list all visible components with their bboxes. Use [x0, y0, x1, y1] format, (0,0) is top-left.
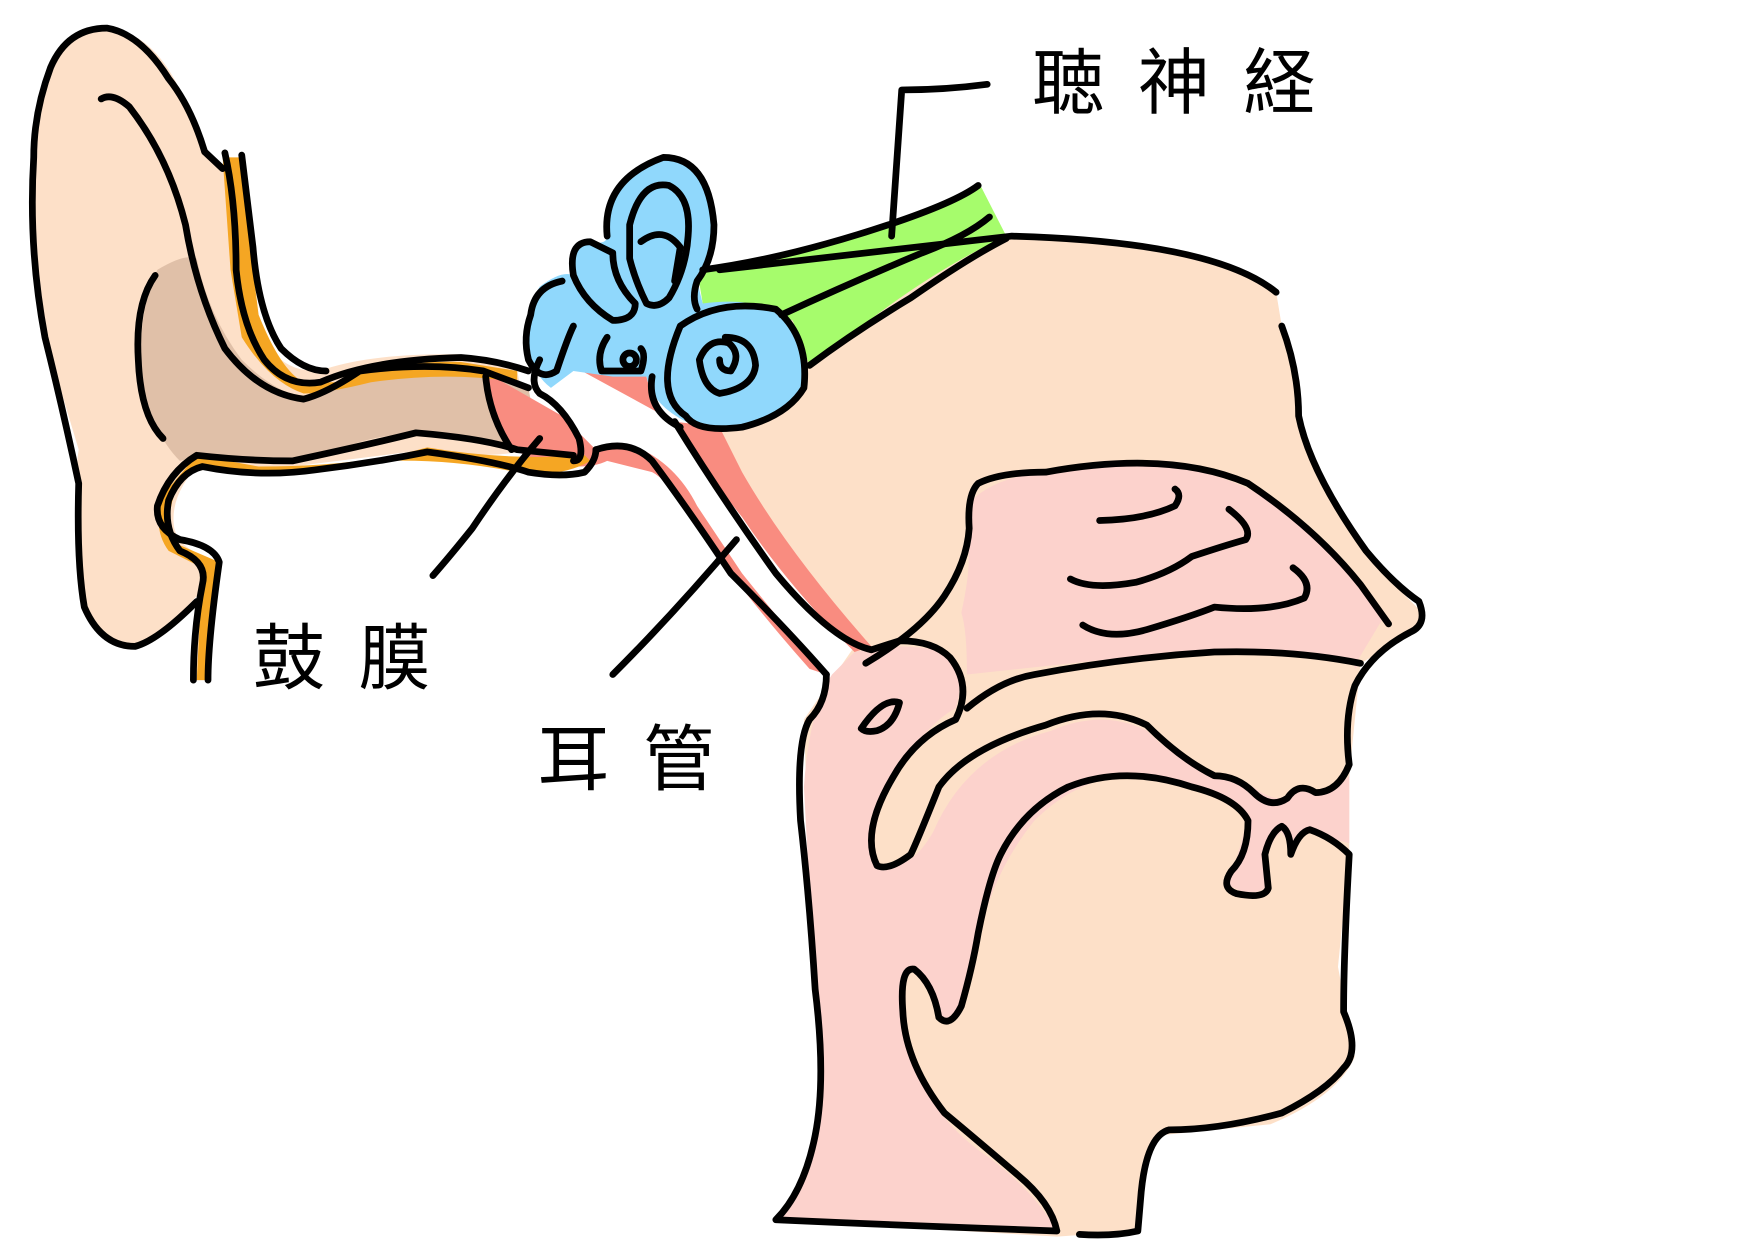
oral-tongue	[875, 654, 1355, 867]
outline-strokes	[28, 24, 1426, 1239]
label-eustachian-tube: 耳管	[537, 718, 748, 802]
label-eardrum: 鼓膜	[253, 617, 464, 701]
nasal-oral-mucosa	[775, 464, 1383, 1232]
cartilage-band	[158, 157, 591, 681]
auditory-nerve	[697, 185, 1007, 366]
ear-canal	[140, 257, 540, 461]
label-auditory-nerve: 聴神経	[1032, 41, 1349, 125]
